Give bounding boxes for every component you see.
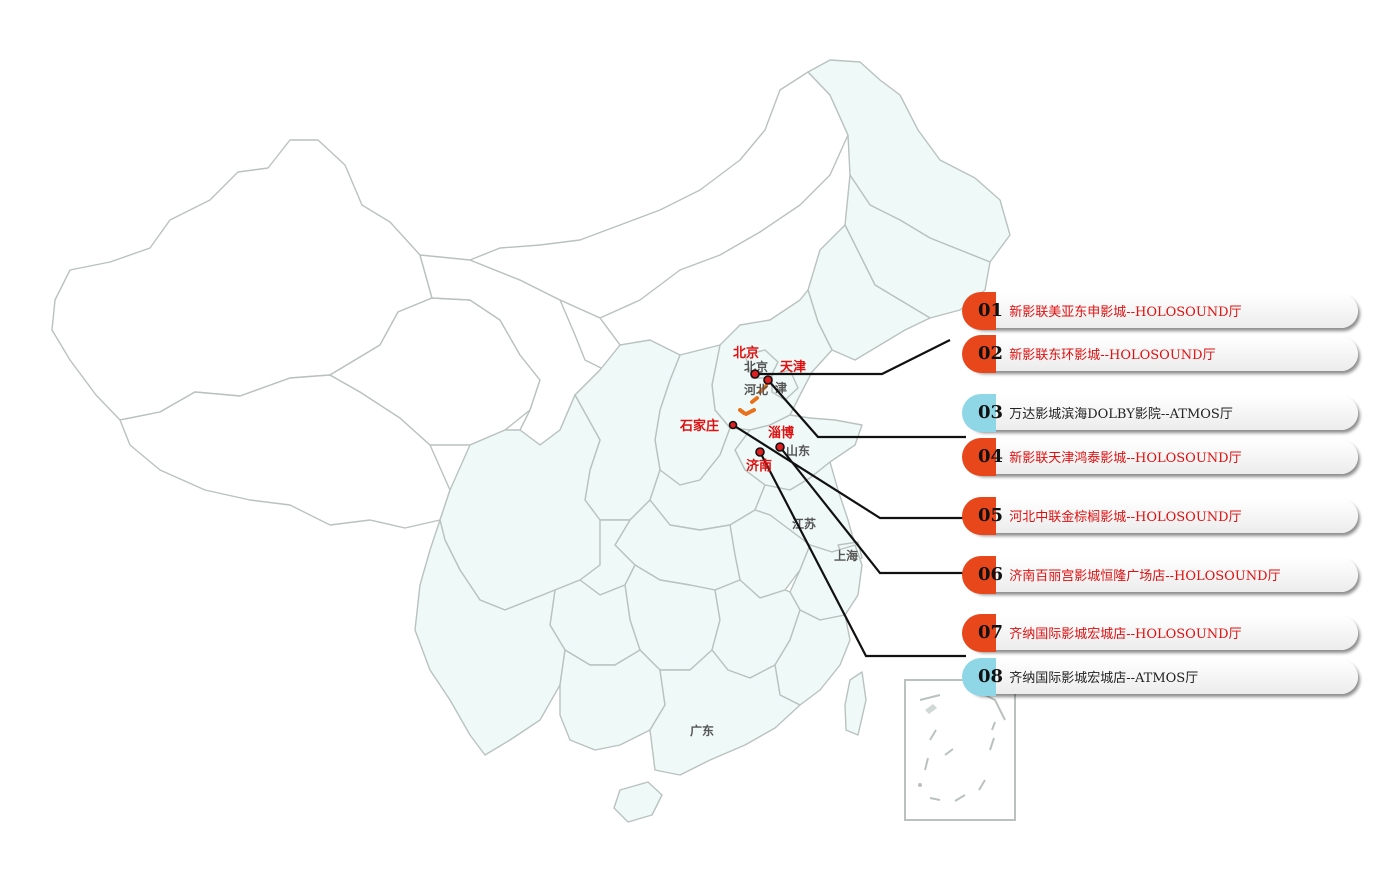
cinema-item-06[interactable]: 06 济南百丽宫影城恒隆广场店--HOLOSOUND厅 [962,556,1358,594]
cinema-item-accent [962,658,996,696]
cinema-number: 02 [978,343,1004,364]
city-dot-jinan[interactable] [755,447,765,457]
label-shandong: 山东 [786,443,810,458]
cinema-number: 06 [978,564,1004,585]
cinema-number: 03 [978,402,1004,423]
cinema-item-accent [962,556,996,594]
cinema-item-accent [962,335,996,373]
cinema-item-accent [962,438,996,476]
cinema-name: 万达影城滨海DOLBY影院--ATMOS厅 [1009,407,1233,422]
city-label-zibo: 淄博 [768,425,794,441]
cinema-name: 新影联天津鸿泰影城--HOLOSOUND厅 [1009,451,1242,466]
cinema-item-08[interactable]: 08 齐纳国际影城宏城店--ATMOS厅 [962,658,1358,696]
cinema-name: 新影联美亚东申影城--HOLOSOUND厅 [1009,305,1242,320]
city-label-tianjin: 天津 [780,359,806,375]
cinema-number: 04 [978,446,1004,467]
western-provinces [51,71,849,529]
cinema-item-02[interactable]: 02 新影联东环影城--HOLOSOUND厅 [962,335,1358,373]
cinema-item-accent [962,497,996,535]
cinema-name: 河北中联金棕榈影城--HOLOSOUND厅 [1009,510,1242,525]
province-labels: 北京 河北 津 山东 江苏 上海 广东 [690,359,858,738]
label-guangdong: 广东 [690,723,714,738]
cinema-number: 01 [978,300,1004,321]
eastern-provinces [414,59,1011,823]
south-sea-inset [904,679,1016,821]
leader-line-shijiazhuang [732,424,966,520]
province-inner-mongolia [469,71,849,319]
cinema-name: 齐纳国际影城宏城店--ATMOS厅 [1009,671,1199,686]
city-dot-beijing[interactable] [750,369,760,379]
cities: 北京 天津 石家庄 淄博 济南 [679,345,806,474]
leader-line-jinan [759,451,966,658]
leader-line-tianjin [767,379,966,439]
route-marker [738,384,768,416]
city-dot-shijiazhuang[interactable] [728,420,738,430]
cinema-item-accent [962,394,996,432]
leader-line-beijing [755,339,951,376]
cinema-number: 07 [978,622,1004,643]
cinema-number: 08 [978,666,1004,687]
cinema-item-03[interactable]: 03 万达影城滨海DOLBY影院--ATMOS厅 [962,394,1358,432]
label-hebei: 河北 [743,382,768,397]
cinema-item-07[interactable]: 07 齐纳国际影城宏城店--HOLOSOUND厅 [962,614,1358,652]
city-label-jinan: 济南 [746,458,772,474]
city-label-beijing: 北京 [733,345,759,361]
leader-line-zibo [779,446,966,575]
label-beijing-province: 北京 [744,359,768,374]
province-hainan [613,781,663,823]
cinema-item-05[interactable]: 05 河北中联金棕榈影城--HOLOSOUND厅 [962,497,1358,535]
province-guangdong [649,649,801,776]
province-yunnan [414,519,566,756]
city-dot-zibo[interactable] [775,442,785,452]
cinema-number: 05 [978,505,1004,526]
province-guangxi [559,649,666,751]
city-dot-tianjin[interactable] [763,375,773,385]
cinema-name: 济南百丽宫影城恒隆广场店--HOLOSOUND厅 [1009,569,1281,584]
cinema-item-04[interactable]: 04 新影联天津鸿泰影城--HOLOSOUND厅 [962,438,1358,476]
label-tianjin-province: 津 [775,380,787,395]
cinema-name: 齐纳国际影城宏城店--HOLOSOUND厅 [1009,627,1242,642]
cinema-item-accent [962,614,996,652]
cinema-name: 新影联东环影城--HOLOSOUND厅 [1009,348,1216,363]
city-label-shijiazhuang: 石家庄 [679,418,719,434]
leader-lines [732,339,966,658]
label-shanghai: 上海 [834,548,858,563]
cinema-item-accent [962,292,996,330]
province-taiwan [844,671,867,736]
cinema-item-01[interactable]: 01 新影联美亚东申影城--HOLOSOUND厅 [962,292,1358,330]
